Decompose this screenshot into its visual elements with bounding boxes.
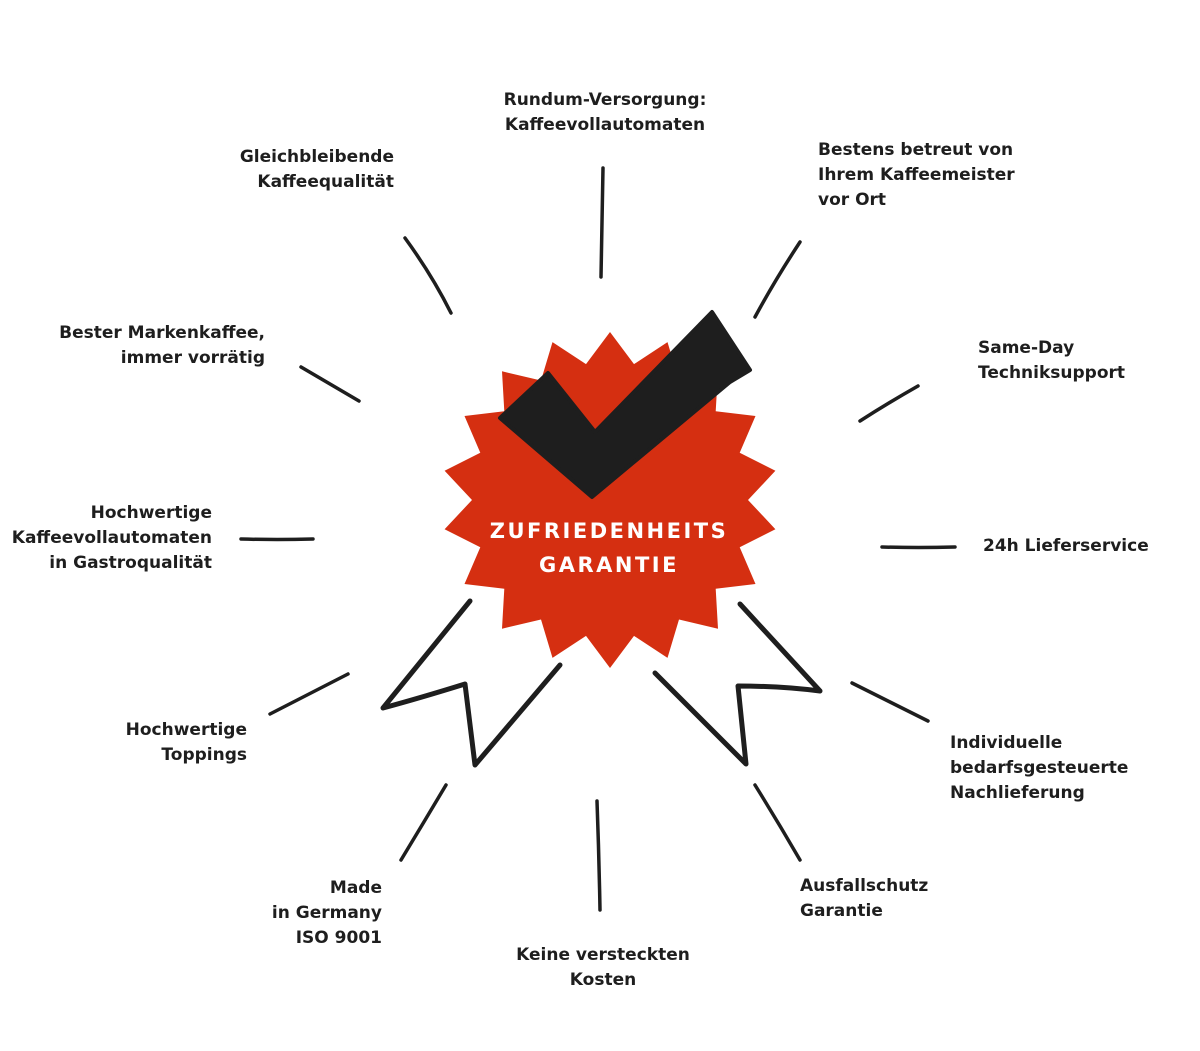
connector-lines <box>239 166 957 912</box>
connector-lieferservice <box>880 545 957 550</box>
benefit-markenkaffee: Bester Markenkaffee, immer vorrätig <box>59 323 265 368</box>
connector-rundum <box>599 166 605 279</box>
benefit-keine-kosten: Keine versteckten Kosten <box>516 945 690 990</box>
ribbon-right <box>652 601 823 767</box>
benefit-nachlieferung: Individuelle bedarfsgesteuerte Nachliefe… <box>950 733 1129 803</box>
benefit-toppings: Hochwertige Toppings <box>125 720 247 765</box>
benefit-kaffeequalitaet: Gleichbleibende Kaffeequalität <box>239 147 394 192</box>
seal-title-line2: GARANTIE <box>539 553 679 577</box>
connector-same-day <box>858 384 920 423</box>
benefit-same-day-support: Same-Day Techniksupport <box>978 338 1126 383</box>
connector-bestens <box>753 240 802 319</box>
benefit-ausfallschutz: Ausfallschutz Garantie <box>800 876 929 921</box>
connector-made <box>399 783 448 862</box>
connector-toppings <box>268 672 350 716</box>
connector-markenkaffee <box>299 365 361 403</box>
benefit-lieferservice: 24h Lieferservice <box>983 536 1149 556</box>
seal-ribbons <box>380 598 823 768</box>
connector-kaffeevollautomaten <box>239 537 315 542</box>
ribbon-left <box>380 598 563 768</box>
check-mark-icon <box>498 310 752 499</box>
seal-title-line1: ZUFRIEDENHEITS <box>490 519 729 543</box>
connector-kaffeequalitaet <box>403 236 453 315</box>
benefit-kaffeemeister: Bestens betreut von Ihrem Kaffeemeister … <box>818 140 1015 210</box>
connector-ausfallschutz <box>753 783 802 862</box>
benefit-kaffeevollautomaten: Hochwertige Kaffeevollautomaten in Gastr… <box>11 503 212 573</box>
benefit-rundum-versorgung: Rundum-Versorgung: Kaffeevollautomaten <box>503 90 707 135</box>
benefit-made-in-germany: Made in Germany ISO 9001 <box>271 878 382 948</box>
connector-individuell <box>850 681 930 723</box>
connector-keine-kosten <box>595 799 602 912</box>
